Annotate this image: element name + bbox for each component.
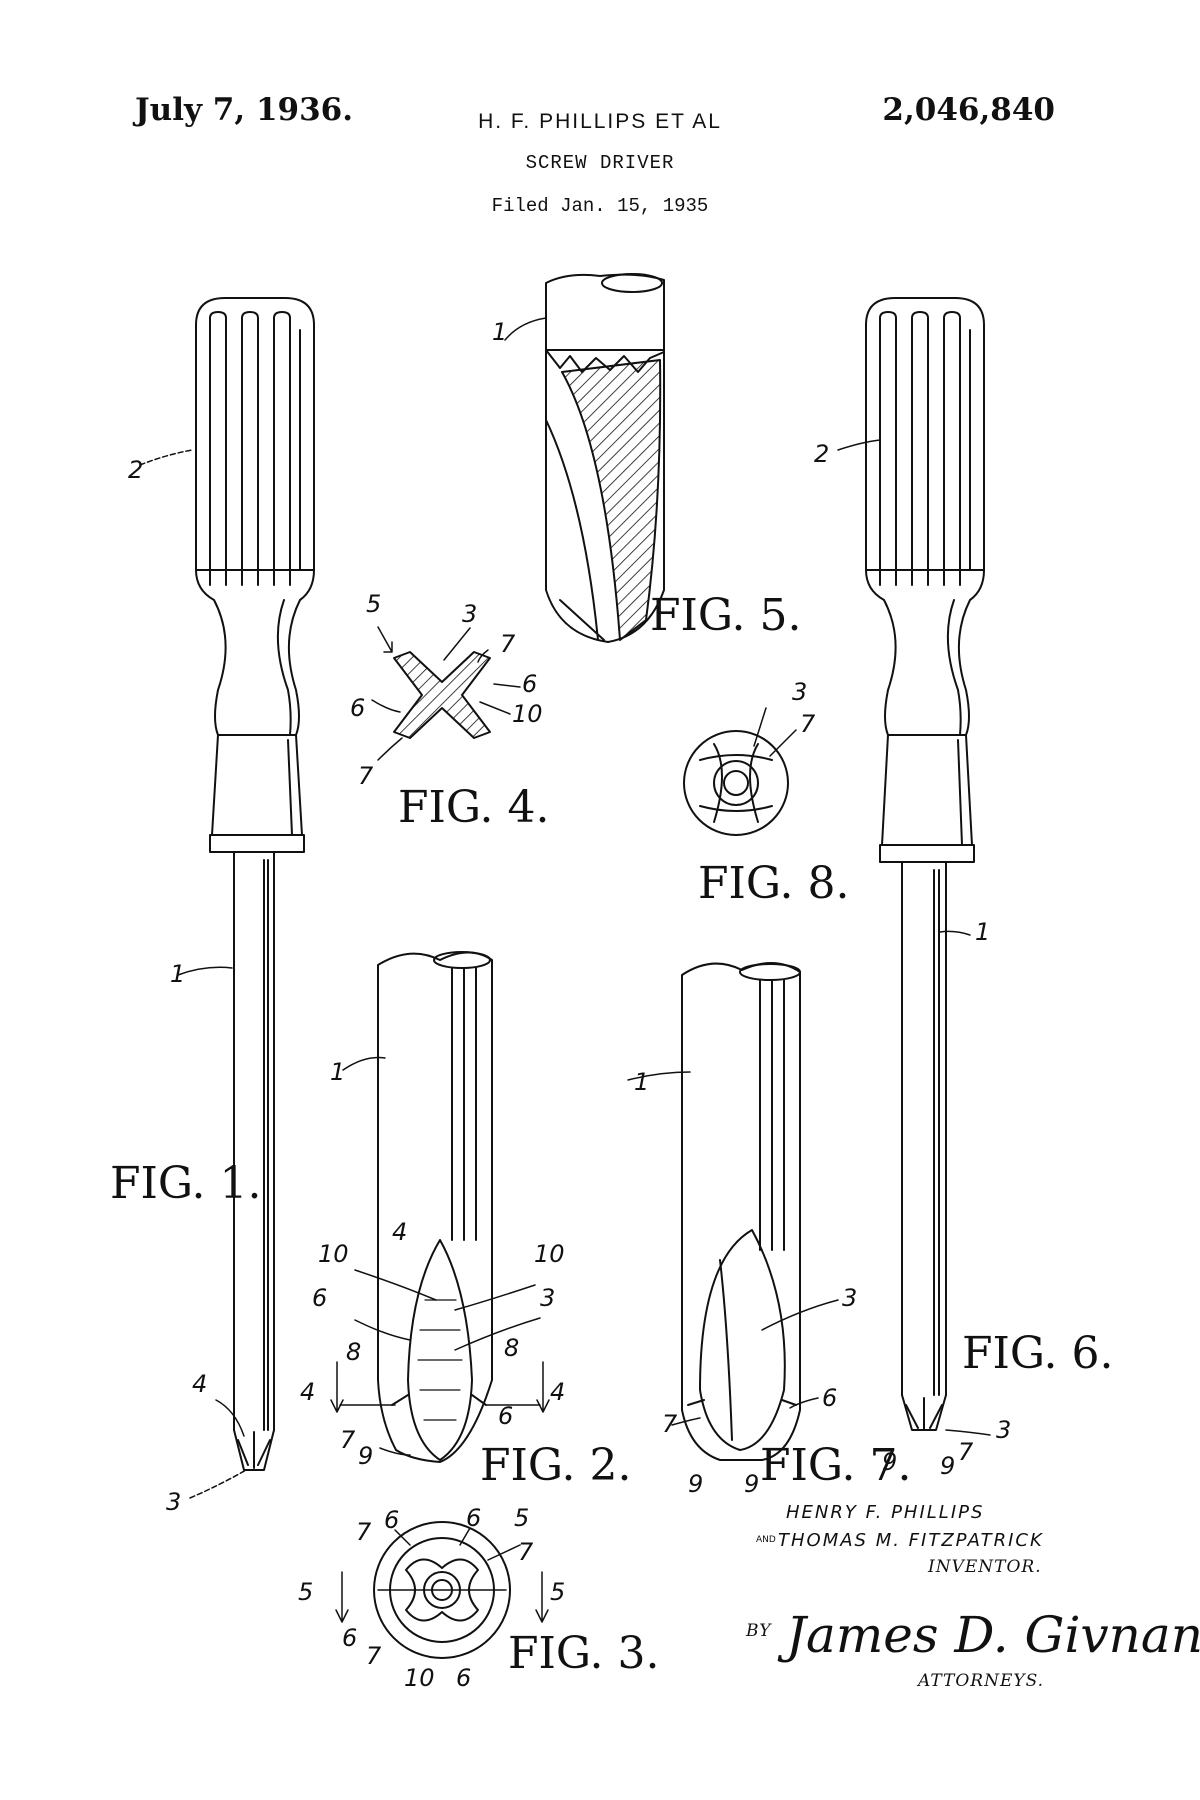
ref-10-fig2-right: 10 [534,1240,565,1268]
ref-2-fig1: 2 [128,456,143,484]
ref-3-fig4: 3 [462,600,477,628]
ref-6-fig3-bottom: 6 [456,1664,471,1692]
patent-date: July 7, 1936. [135,92,354,128]
fig1-caption: FIG. 1. [110,1158,261,1209]
fig4-caption: FIG. 4. [398,782,549,833]
patent-number: 2,046,840 [882,92,1055,128]
fig8-end-view-drawing [683,707,797,836]
ref-1-fig2: 1 [330,1058,345,1086]
inventor-name-2: THOMAS M. FITZPATRICK [778,1530,1044,1551]
and-mark: AND [756,1535,776,1545]
ref-7-fig7: 7 [662,1410,678,1438]
attorney-signature: James D. Givnan [777,1606,1200,1664]
inventor-name-1: HENRY F. PHILLIPS [786,1502,984,1523]
inventor-role: INVENTOR. [927,1557,1042,1577]
ref-1-fig5: 1 [492,318,507,346]
fig1-screwdriver-drawing [139,297,315,1499]
ref-3-fig7: 3 [842,1284,857,1312]
fig8-caption: FIG. 8. [698,858,849,909]
ref-7-fig3-right: 7 [518,1538,534,1566]
ref-4-fig2: 4 [392,1218,407,1246]
fig6-caption: FIG. 6. [962,1328,1113,1379]
ref-6-fig3-top-left: 6 [384,1506,399,1534]
fig2-caption: FIG. 2. [480,1440,631,1491]
ref-8-fig2-left: 8 [346,1338,361,1366]
fig7-caption: FIG. 7. [760,1440,911,1491]
ref-6-fig2-left: 6 [312,1284,327,1312]
reference-numerals: 2 1 4 3 1 5 3 7 6 10 6 7 3 7 1 4 10 10 6… [128,318,1011,1692]
figure-captions: FIG. 1. FIG. 2. FIG. 3. FIG. 4. FIG. 5. … [110,590,1113,1679]
ref-9-fig2: 9 [358,1442,373,1470]
ref-9-fig6-left: 9 [882,1448,897,1476]
ref-2-fig6: 2 [814,440,829,468]
fig3-end-view-drawing [335,1521,549,1659]
ref-1-fig1: 1 [170,960,185,988]
ref-1-fig7: 1 [634,1068,649,1096]
fig2-tip-drawing [330,951,550,1463]
ref-1-fig6: 1 [975,918,990,946]
ref-9-fig7-right: 9 [744,1470,759,1498]
filed-date: Filed Jan. 15, 1935 [491,195,709,217]
ref-7-fig2: 7 [340,1426,356,1454]
ref-6-fig3-top-right: 6 [466,1504,481,1532]
ref-3-fig1: 3 [166,1488,181,1516]
fig6-screwdriver-drawing [837,297,991,1436]
fig3-caption: FIG. 3. [508,1628,659,1679]
ref-7-fig4-top: 7 [500,630,516,658]
ref-6-fig3-left: 6 [342,1624,357,1652]
ref-7-fig3-bottom: 7 [366,1642,382,1670]
ref-3-fig6: 3 [996,1416,1011,1444]
ref-6-fig4-right: 6 [522,670,537,698]
ref-4-fig2-section-right: 4 [550,1378,565,1406]
ref-7-fig8: 7 [800,710,816,738]
attorney-by: BY [745,1621,772,1641]
ref-6-fig7: 6 [822,1384,837,1412]
ref-10-fig3: 10 [404,1664,435,1692]
ref-3-fig8: 3 [792,678,807,706]
ref-5-fig3-left: 5 [298,1578,313,1606]
ref-4-fig1: 4 [192,1370,207,1398]
fig5-section-drawing [504,273,665,643]
ref-10-fig4: 10 [512,700,543,728]
ref-8-fig2-right: 8 [504,1334,519,1362]
patent-title: SCREW DRIVER [525,152,675,174]
ref-6-fig4-left: 6 [350,694,365,722]
ref-3-fig2: 3 [540,1284,555,1312]
ref-10-fig2-left: 10 [318,1240,349,1268]
fig4-cross-section-drawing [371,626,521,761]
inventors-header: H. F. PHILLIPS ET AL [478,110,722,133]
fig5-caption: FIG. 5. [650,590,801,641]
ref-7-fig3-top: 7 [356,1518,372,1546]
attorney-block: BY James D. Givnan ATTORNEYS. [745,1606,1200,1691]
ref-5-fig3-top: 5 [514,1504,529,1532]
ref-5-fig3-right: 5 [550,1578,565,1606]
ref-9-fig7-left: 9 [688,1470,703,1498]
ref-4-fig2-section-left: 4 [300,1378,315,1406]
fig7-tip-drawing [627,962,839,1461]
attorney-role: ATTORNEYS. [916,1671,1044,1691]
inventor-block: HENRY F. PHILLIPS AND THOMAS M. FITZPATR… [756,1502,1044,1577]
ref-7-fig4-bottom: 7 [358,762,374,790]
ref-5-fig4: 5 [366,590,381,618]
ref-6-fig2-right: 6 [498,1402,513,1430]
ref-7-fig6: 7 [958,1438,974,1466]
ref-9-fig6-right: 9 [940,1452,955,1480]
